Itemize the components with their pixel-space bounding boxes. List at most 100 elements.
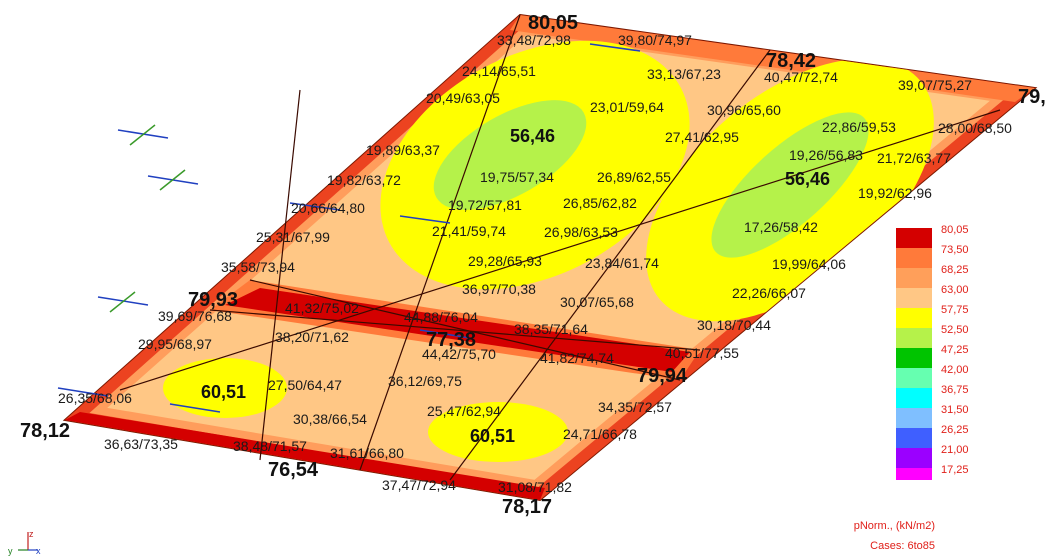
legend-row: 80,05 (896, 224, 1026, 248)
legend-value: 80,05 (941, 224, 969, 236)
value-label: 25,47/62,94 (427, 403, 501, 419)
peak-label: 60,51 (201, 382, 246, 402)
value-label: 27,41/62,95 (665, 129, 739, 145)
value-label: 35,58/73,94 (221, 259, 295, 275)
value-label: 19,82/63,72 (327, 172, 401, 188)
value-label: 27,50/64,47 (268, 377, 342, 393)
result-type-label: pNorm., (kN/m2) (853, 520, 935, 532)
legend-value: 57,75 (941, 304, 969, 316)
value-label: 22,26/66,07 (732, 285, 806, 301)
legend-swatch (896, 448, 932, 468)
value-label: 24,14/65,51 (462, 63, 536, 79)
value-label: 25,31/67,99 (256, 229, 330, 245)
legend-row: 26,25 (896, 424, 1026, 448)
value-label: 20,49/63,05 (426, 90, 500, 106)
legend-value: 63,00 (941, 284, 969, 296)
legend-row: 52,50 (896, 324, 1026, 348)
value-label: 34,35/72,57 (598, 399, 672, 415)
value-label: 26,85/62,82 (563, 195, 637, 211)
value-label: 39,69/76,68 (158, 308, 232, 324)
value-label: 19,92/62,96 (858, 185, 932, 201)
corner-label-right-mid: 79,94 (637, 365, 688, 387)
value-label: 17,26/58,42 (744, 219, 818, 235)
value-label: 26,35/68,06 (58, 390, 132, 406)
legend-swatch (896, 328, 932, 348)
value-label: 38,35/71,64 (514, 321, 588, 337)
legend-row: 57,75 (896, 304, 1026, 328)
legend-value: 36,75 (941, 384, 969, 396)
legend-swatch (896, 348, 932, 368)
value-label: 44,88/76,04 (404, 309, 478, 325)
value-labels: 33,48/72,98 39,80/74,97 24,14/65,51 33,1… (58, 32, 1012, 495)
axis-label-x: x (36, 546, 41, 556)
legend-value: 31,50 (941, 404, 969, 416)
value-label: 38,20/71,62 (275, 329, 349, 345)
value-label: 19,75/57,34 (480, 169, 554, 185)
value-label: 30,18/70,44 (697, 317, 771, 333)
value-label: 36,97/70,38 (462, 281, 536, 297)
legend-value: 21,00 (941, 444, 969, 456)
value-label: 30,07/65,68 (560, 294, 634, 310)
legend-row: 31,50 (896, 404, 1026, 428)
value-label: 29,28/65,93 (468, 253, 542, 269)
peak-label: 60,51 (470, 426, 515, 446)
value-label: 40,47/72,74 (764, 69, 838, 85)
value-label: 24,71/66,78 (563, 426, 637, 442)
legend-swatch (896, 408, 932, 428)
value-label: 33,48/72,98 (497, 32, 571, 48)
legend-swatch (896, 388, 932, 408)
support-symbols (57, 43, 641, 413)
value-label: 44,42/75,70 (422, 346, 496, 362)
value-label: 37,47/72,94 (382, 477, 456, 493)
corner-label-top: 80,05 (528, 12, 578, 34)
value-label: 19,26/56,83 (789, 147, 863, 163)
legend-row: 47,25 (896, 344, 1026, 368)
legend-swatch (896, 268, 932, 288)
value-label: 23,01/59,64 (590, 99, 664, 115)
corner-label-left-mid: 79,93 (188, 289, 238, 311)
legend-value: 17,25 (941, 464, 969, 476)
value-label: 21,72/63,77 (877, 150, 951, 166)
legend-swatch (896, 468, 932, 480)
value-label: 36,63/73,35 (104, 436, 178, 452)
value-label: 30,96/65,60 (707, 102, 781, 118)
legend-row: 42,00 (896, 364, 1026, 388)
value-label: 39,80/74,97 (618, 32, 692, 48)
legend-row: 63,00 (896, 284, 1026, 308)
value-label: 36,12/69,75 (388, 373, 462, 389)
legend-value: 42,00 (941, 364, 969, 376)
cases-label: Cases: 6to85 (870, 540, 935, 552)
corner-label-left-bottom: 78,12 (20, 420, 70, 442)
legend-row: 36,75 (896, 384, 1026, 408)
legend-row: 68,25 (896, 264, 1026, 288)
peak-label: 56,46 (785, 169, 830, 189)
corner-label-right-edge: 79,9 (1018, 86, 1045, 108)
legend-swatch (896, 428, 932, 448)
legend-value: 26,25 (941, 424, 969, 436)
value-label: 33,13/67,23 (647, 66, 721, 82)
corner-label-bottom-mid: 76,54 (268, 459, 319, 481)
value-label: 30,38/66,54 (293, 411, 367, 427)
value-label: 31,08/71,82 (498, 479, 572, 495)
legend-value: 73,50 (941, 244, 969, 256)
value-label: 19,99/64,06 (772, 256, 846, 272)
value-label: 29,95/68,97 (138, 336, 212, 352)
value-label: 41,32/75,02 (285, 300, 359, 316)
extreme-labels: 80,05 78,42 79,9 79,93 77,38 79,94 78,12… (20, 12, 1045, 518)
value-label: 28,00/68,50 (938, 120, 1012, 136)
value-label: 26,98/63,53 (544, 224, 618, 240)
legend-value: 68,25 (941, 264, 969, 276)
beam-lines (119, 14, 1001, 481)
value-label: 39,07/75,27 (898, 77, 972, 93)
axis-label-y: y (8, 546, 13, 556)
value-label: 31,61/66,80 (330, 445, 404, 461)
legend-swatch (896, 308, 932, 328)
legend-row: 21,00 (896, 444, 1026, 468)
corner-label-bottom: 78,17 (502, 496, 552, 518)
axis-triad-icon: z y x (8, 529, 41, 556)
corner-label-right-top: 78,42 (766, 50, 816, 72)
axis-label-z: z (29, 529, 34, 539)
legend-swatch (896, 368, 932, 388)
